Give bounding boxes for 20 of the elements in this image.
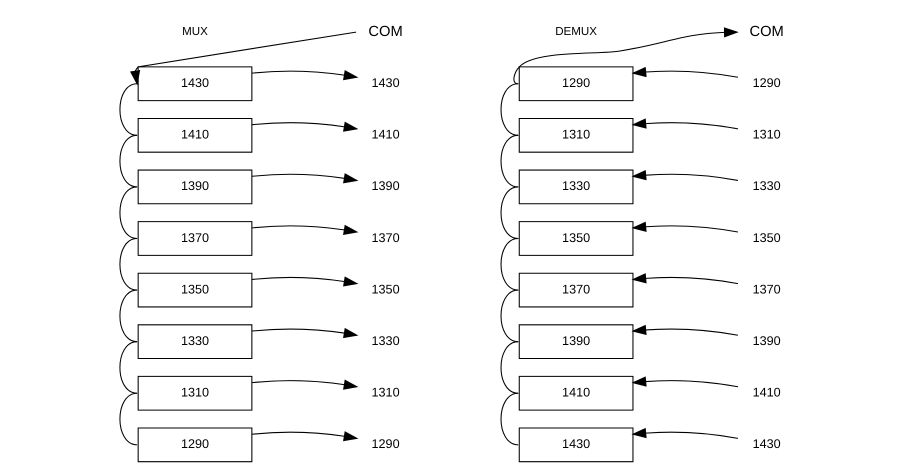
node-text: 1310 [371, 385, 400, 400]
node-text: 1390 [371, 178, 400, 193]
node-text: 1430 [371, 76, 400, 90]
node-text: 1350 [752, 230, 780, 244]
node-text: 1310 [752, 127, 780, 142]
node-text: 1410 [752, 385, 780, 400]
node-text: 1390 [752, 333, 780, 348]
node-text: 1290 [371, 436, 400, 451]
node-text: 1350 [371, 282, 400, 296]
node-text: 1430 [752, 436, 780, 451]
node-text: 1410 [371, 127, 400, 142]
label: DEMUX [554, 26, 597, 38]
node-text: 1290 [752, 76, 780, 90]
node-text: 1370 [371, 230, 400, 244]
node-text: COM [748, 24, 784, 40]
node-text: 1330 [752, 178, 780, 193]
node-text: COM [368, 24, 402, 40]
node-text: 1330 [371, 333, 400, 348]
label: MUX [182, 26, 208, 38]
node-text: 1370 [752, 282, 780, 296]
